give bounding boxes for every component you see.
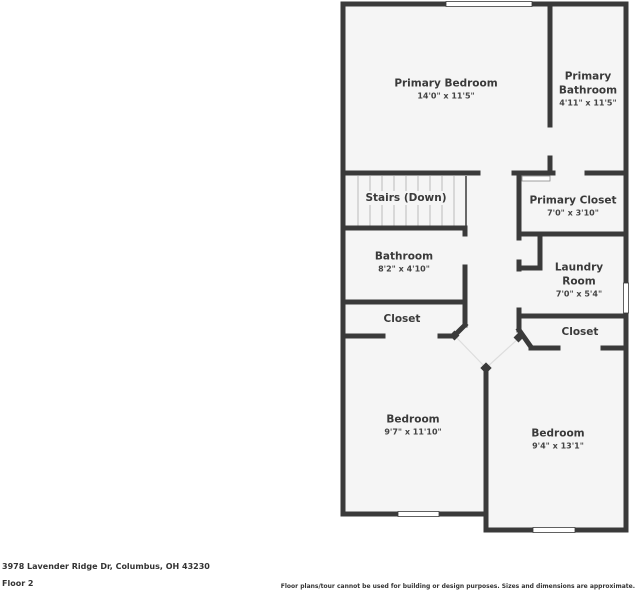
room-bathroom: Bathroom 8'2" x 4'10" (375, 250, 433, 275)
room-laundry: Laundry Room 7'0" x 5'4" (555, 261, 603, 300)
room-bedroom-left: Bedroom 9'7" x 11'10" (384, 413, 441, 438)
room-name-line1: Laundry (554, 261, 604, 274)
walls (340, 1, 629, 533)
room-name-line2: Bathroom (558, 84, 618, 97)
room-closet-right: Closet (562, 325, 599, 339)
room-dimensions: 7'0" x 5'4" (555, 289, 603, 299)
room-dimensions: 8'2" x 4'10" (378, 264, 430, 274)
room-primary-closet: Primary Closet 7'0" x 3'10" (529, 194, 616, 219)
room-name: Closet (561, 326, 599, 338)
room-dimensions: 9'7" x 11'10" (384, 427, 442, 437)
room-dimensions: 7'0" x 3'10" (547, 208, 599, 218)
room-primary-bedroom: Primary Bedroom 14'0" x 11'5" (394, 77, 497, 102)
room-stairs: Stairs (Down) (363, 191, 449, 205)
room-dimensions: 14'0" x 11'5" (417, 91, 475, 101)
closet-shelf-hatch (521, 175, 551, 182)
room-bedroom-right: Bedroom 9'4" x 13'1" (531, 427, 584, 452)
room-dimensions: 4'11" x 11'5" (559, 98, 617, 108)
room-primary-bathroom: Primary Bathroom 4'11" x 11'5" (559, 70, 617, 109)
room-name: Bedroom (531, 427, 585, 440)
room-name: Primary Closet (529, 194, 617, 207)
room-name: Stairs (Down) (365, 192, 447, 204)
windows (397, 1, 629, 533)
floor-label: Floor 2 (2, 579, 34, 588)
room-name: Bedroom (386, 413, 440, 426)
room-name: Primary Bedroom (394, 77, 498, 90)
doorways (454, 335, 520, 369)
room-closet-left: Closet (384, 312, 421, 326)
room-dimensions: 9'4" x 13'1" (532, 441, 584, 451)
room-name: Closet (383, 313, 421, 325)
door-posts (449, 330, 524, 374)
property-address: 3978 Lavender Ridge Dr, Columbus, OH 432… (2, 562, 210, 571)
room-name-line2: Room (562, 275, 596, 288)
room-name-line1: Primary (564, 70, 612, 83)
disclaimer: Floor plans/tour cannot be used for buil… (280, 583, 635, 590)
room-name: Bathroom (374, 250, 434, 263)
